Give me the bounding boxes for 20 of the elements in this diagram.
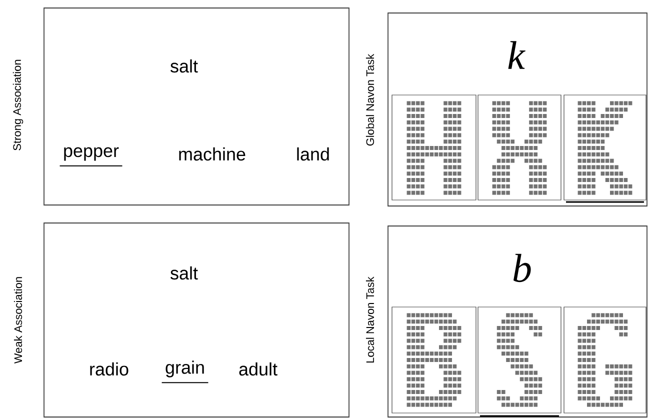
side-label: Local Navon Task — [366, 276, 374, 362]
picture — [564, 306, 646, 414]
word: radio — [90, 362, 128, 376]
side-label: Global Navon Task — [366, 54, 374, 146]
picture — [392, 94, 476, 200]
cursive-letter: b — [513, 254, 531, 282]
word: grain — [166, 360, 204, 378]
word: adult — [239, 362, 278, 376]
picture — [564, 94, 646, 200]
word: salt — [170, 59, 198, 73]
word: machine — [179, 147, 246, 161]
word: pepper — [64, 147, 119, 161]
picture — [478, 94, 562, 200]
side-label: Weak Association — [14, 277, 22, 364]
cursive-letter: k — [508, 41, 526, 69]
side-label: Strong Association — [12, 60, 24, 150]
word: land — [297, 147, 329, 161]
picture — [478, 306, 562, 414]
picture — [392, 306, 476, 414]
word: salt — [170, 266, 198, 280]
